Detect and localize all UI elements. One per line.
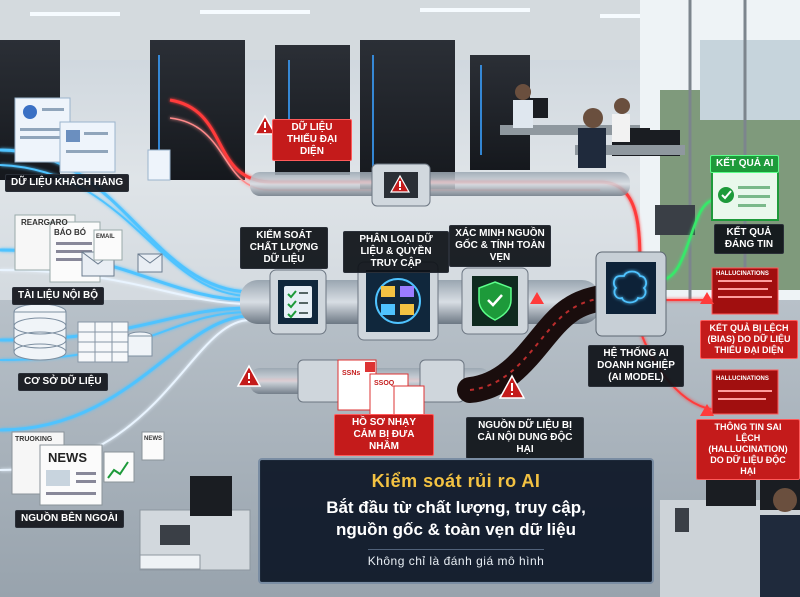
internal-documents xyxy=(14,214,163,283)
database-icon xyxy=(13,303,153,363)
title-banner: Kiểm soát rủi ro AI Bắt đầu từ chất lượn… xyxy=(258,458,654,584)
news-text: NEWS xyxy=(48,450,87,465)
label-trusted-results: Kết quả đáng tin xyxy=(714,224,784,254)
banner-title: Kiểm soát rủi ro AI xyxy=(371,471,541,491)
output-trusted-card xyxy=(711,169,779,221)
bias-screen-text: HALLUCINATIONS xyxy=(716,271,769,277)
label-ai-system: Hệ thống AI doanh nghiệp (AI Model) xyxy=(588,345,684,387)
trucking-text: TRUOKING xyxy=(15,436,53,443)
workstation-left xyxy=(139,476,251,571)
report-text-a: REARGARO xyxy=(21,218,68,227)
hallucination-screen-text: HALLUCINATIONS xyxy=(716,376,769,382)
checklist-icon xyxy=(284,286,312,319)
report-text-b: BÁO BÓ xyxy=(54,228,86,237)
shield-check-icon xyxy=(478,281,512,321)
output-hallucination-screen xyxy=(711,369,779,415)
label-sensitive-records: Hồ sơ nhạy cảm bị đưa nhầm xyxy=(334,414,434,456)
output-bias-screen xyxy=(711,267,779,315)
news-documents xyxy=(11,431,165,506)
customer-documents xyxy=(14,97,171,181)
label-classification: Phân loại dữ liệu & quyền truy cập xyxy=(343,231,449,273)
label-provenance: Xác minh nguồn gốc & tính toàn vẹn xyxy=(449,225,551,267)
email-text: EMAIL xyxy=(96,234,115,240)
workstation-right xyxy=(660,462,800,597)
sensitive-text-ssn: SSNs xyxy=(342,370,361,377)
label-ai-results: Kết quả AI xyxy=(710,155,780,173)
news-text-small: NEWS xyxy=(144,436,162,442)
operators-desk xyxy=(500,84,695,235)
ai-model-unit xyxy=(595,251,667,337)
poisoned-tube-glow xyxy=(469,289,621,391)
label-biased-results: Kết quả bị lệch (Bias) do dữ liệu thiếu … xyxy=(700,320,798,359)
label-internal-docs: Tài liệu nội bộ xyxy=(12,287,104,305)
label-database: Cơ sở dữ liệu xyxy=(18,373,108,391)
label-external-source: Nguồn bên ngoài xyxy=(15,510,124,528)
banner-line-1: Bắt đầu từ chất lượng, truy cập, xyxy=(326,498,586,517)
banner-line-2: nguồn gốc & toàn vẹn dữ liệu xyxy=(336,520,576,539)
warning-icons xyxy=(236,114,714,416)
sensitive-text-ssoq: SSOQ xyxy=(374,380,395,387)
label-quality-control: Kiểm soát chất lượng dữ liệu xyxy=(240,227,328,269)
label-unrepresentative-data: Dữ liệu thiếu đại diện xyxy=(272,119,352,161)
label-poisoned-source: Nguồn dữ liệu bị cài nội dung độc hại xyxy=(466,417,584,459)
label-hallucination: Thông tin sai lệch (Hallucination) do dữ… xyxy=(696,419,800,480)
banner-tagline: Không chỉ là đánh giá mô hình xyxy=(367,549,545,568)
label-customer-data: Dữ liệu khách hàng xyxy=(5,174,130,192)
folders-icon xyxy=(375,278,421,324)
